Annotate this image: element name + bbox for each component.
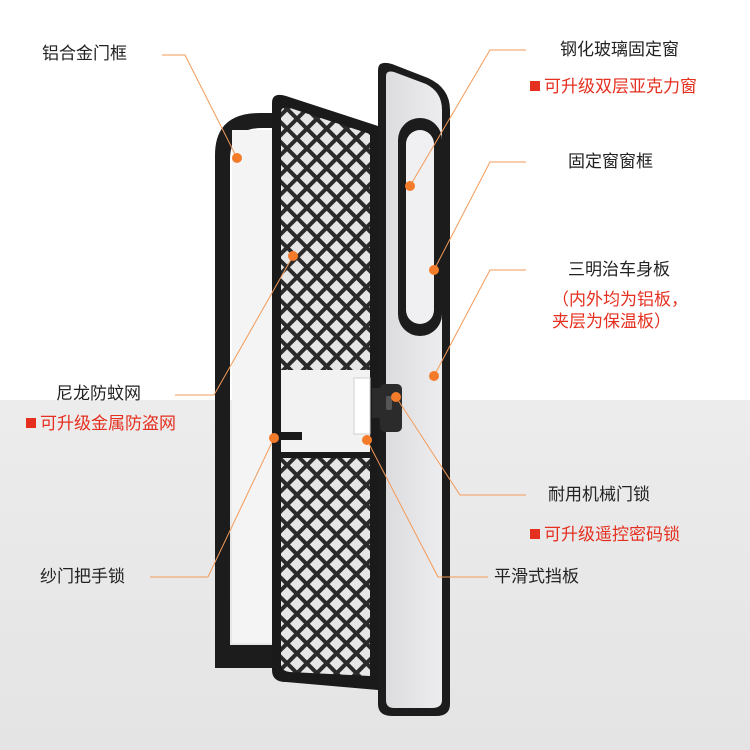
upgrade-screen: 可升级金属防盗网 [26, 414, 176, 434]
label-window-frame: 固定窗窗框 [568, 152, 653, 171]
panel-note-line2: 夹层为保温板） [552, 312, 671, 331]
upgrade-lock-text: 可升级遥控密码锁 [544, 525, 680, 544]
label-slide-plate: 平滑式挡板 [494, 567, 579, 586]
main-door-panel [372, 62, 450, 717]
label-glass-window: 钢化玻璃固定窗 [560, 40, 679, 59]
label-panel: 三明治车身板 [568, 260, 670, 279]
upgrade-square-icon [26, 418, 36, 428]
marker-dots [232, 153, 439, 445]
lock-latch [372, 388, 382, 418]
upgrade-square-icon [530, 529, 540, 539]
panel-note-line1: （内外均为铝板， [552, 290, 688, 309]
glass-pane [406, 130, 434, 324]
leader-lines [150, 49, 526, 578]
door-frame [215, 113, 272, 668]
label-screen: 尼龙防蚊网 [56, 384, 141, 403]
upgrade-lock: 可升级遥控密码锁 [530, 525, 680, 545]
upgrade-glass-window-text: 可升级双层亚克力窗 [544, 77, 697, 96]
screen-door [272, 94, 378, 690]
upgrade-screen-text: 可升级金属防盗网 [40, 414, 176, 433]
label-frame: 铝合金门框 [42, 44, 127, 63]
label-lock: 耐用机械门锁 [548, 485, 650, 504]
label-screen-handle: 纱门把手锁 [40, 567, 125, 586]
upgrade-square-icon [530, 81, 540, 91]
upgrade-glass-window: 可升级双层亚克力窗 [530, 77, 697, 97]
screen-handle-icon [272, 432, 302, 440]
